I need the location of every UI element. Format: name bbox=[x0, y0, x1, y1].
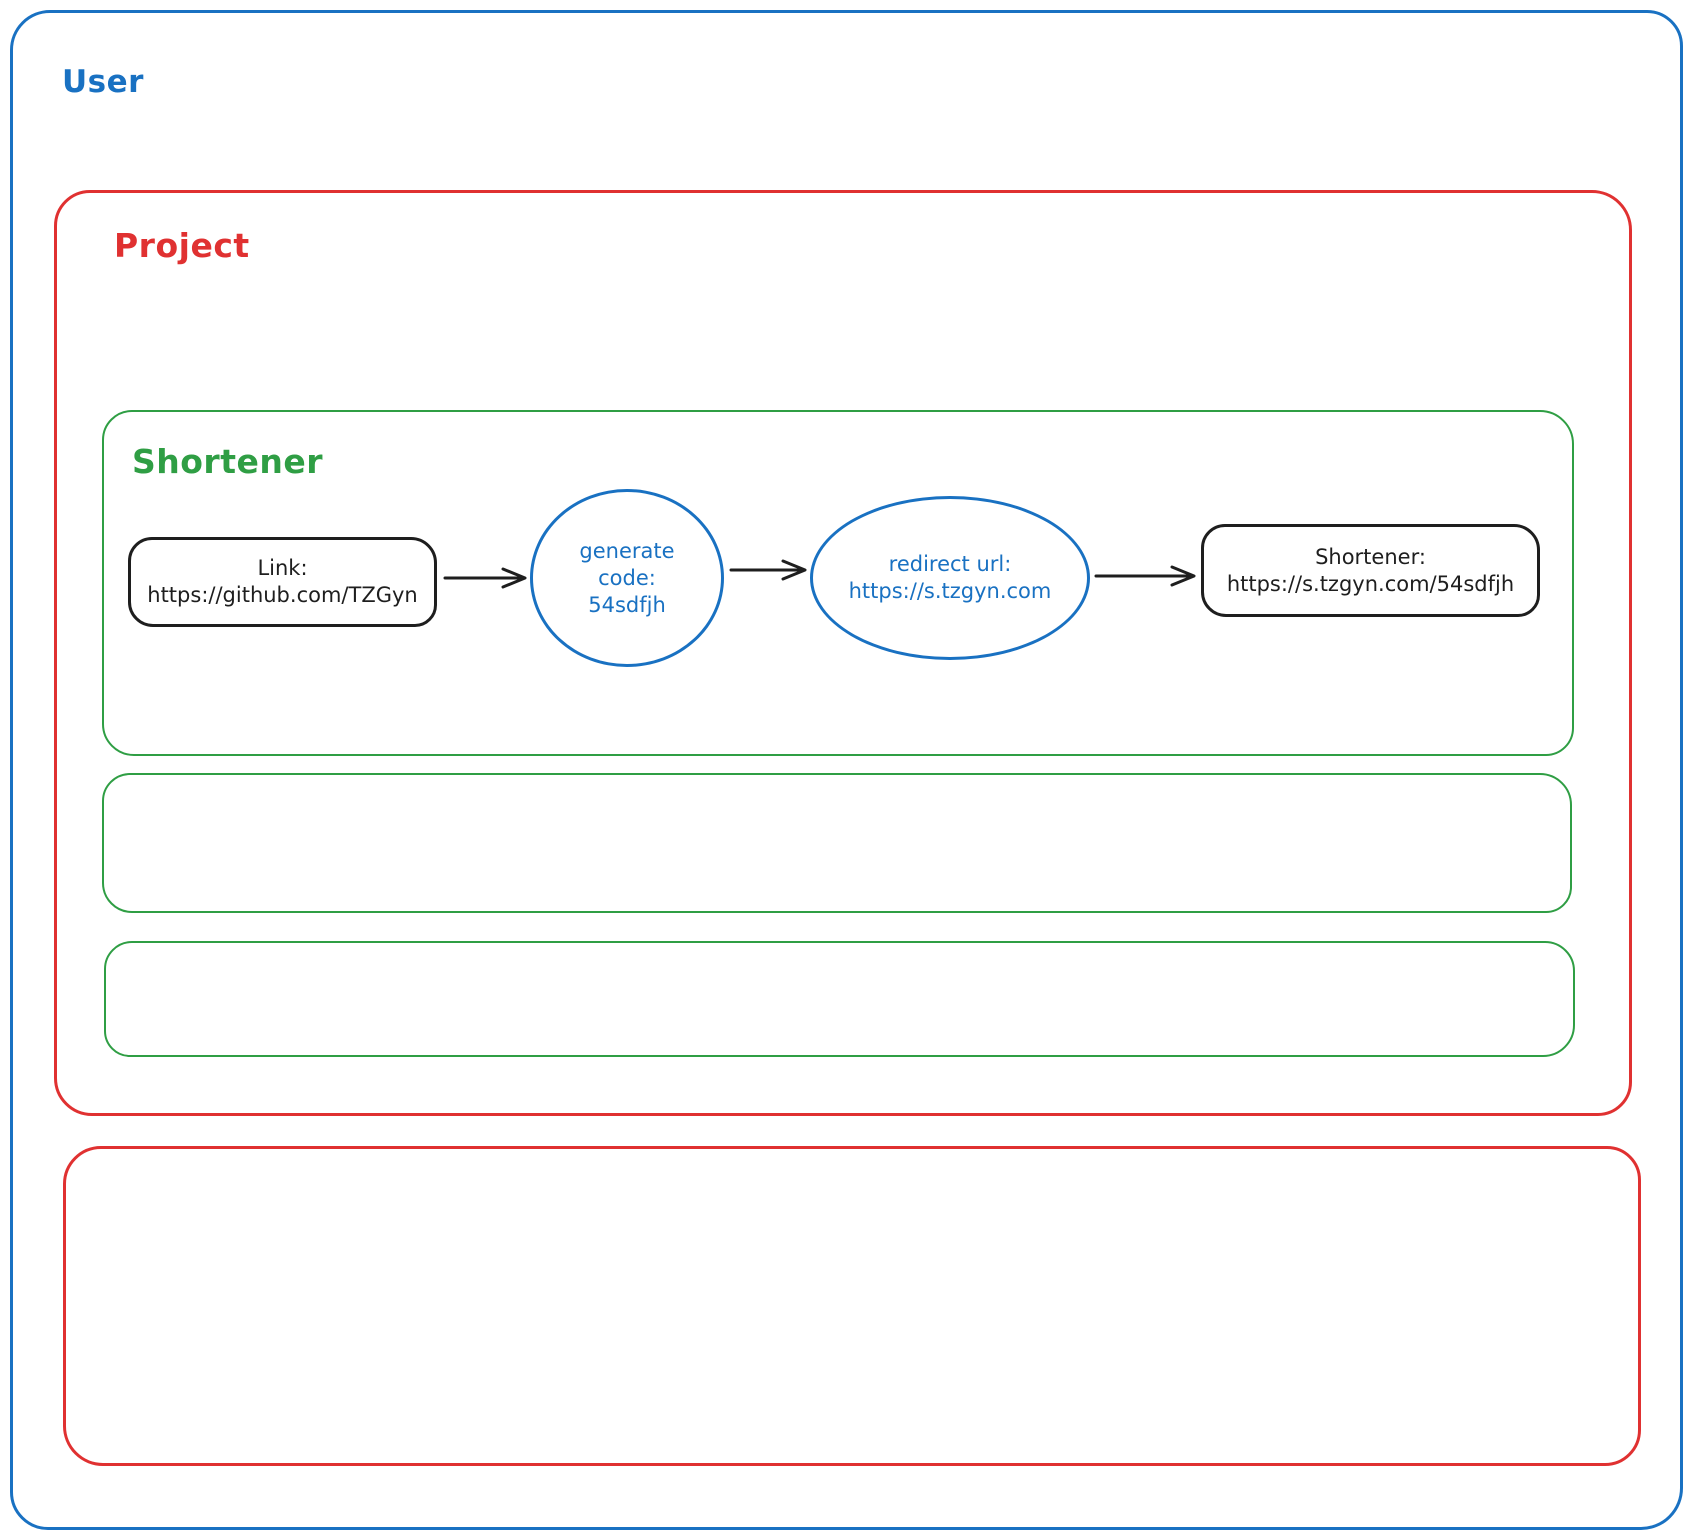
empty-green-frame-2 bbox=[104, 941, 1575, 1057]
link-node-url: https://github.com/TZGyn bbox=[147, 583, 418, 607]
arrow-generate-to-redirect bbox=[729, 559, 807, 581]
shortener-result-node: Shortener: https://s.tzgyn.com/54sdfjh bbox=[1201, 524, 1540, 617]
project-frame bbox=[54, 190, 1632, 1116]
generate-code-node: generate code: 54sdfjh bbox=[530, 489, 724, 667]
redirect-node-title: redirect url: bbox=[888, 552, 1012, 576]
redirect-url-node: redirect url: https://s.tzgyn.com bbox=[810, 496, 1090, 660]
project-frame-label: Project bbox=[114, 226, 250, 265]
link-node-title: Link: bbox=[257, 556, 308, 580]
link-node: Link: https://github.com/TZGyn bbox=[128, 537, 437, 627]
user-frame bbox=[10, 10, 1683, 1530]
empty-green-frame-1 bbox=[102, 773, 1572, 913]
redirect-node-url: https://s.tzgyn.com bbox=[848, 579, 1052, 603]
arrow-link-to-generate bbox=[443, 567, 527, 589]
empty-red-frame bbox=[63, 1146, 1641, 1466]
shortener-frame bbox=[102, 410, 1574, 756]
generate-node-line2: code: bbox=[598, 565, 656, 590]
result-node-url: https://s.tzgyn.com/54sdfjh bbox=[1226, 571, 1515, 596]
generate-node-line3: 54sdfjh bbox=[588, 592, 666, 617]
shortener-frame-label: Shortener bbox=[132, 442, 324, 481]
generate-node-line1: generate bbox=[579, 538, 675, 563]
result-node-title: Shortener: bbox=[1315, 544, 1426, 569]
user-frame-label: User bbox=[62, 64, 144, 100]
arrow-redirect-to-result bbox=[1094, 565, 1196, 587]
